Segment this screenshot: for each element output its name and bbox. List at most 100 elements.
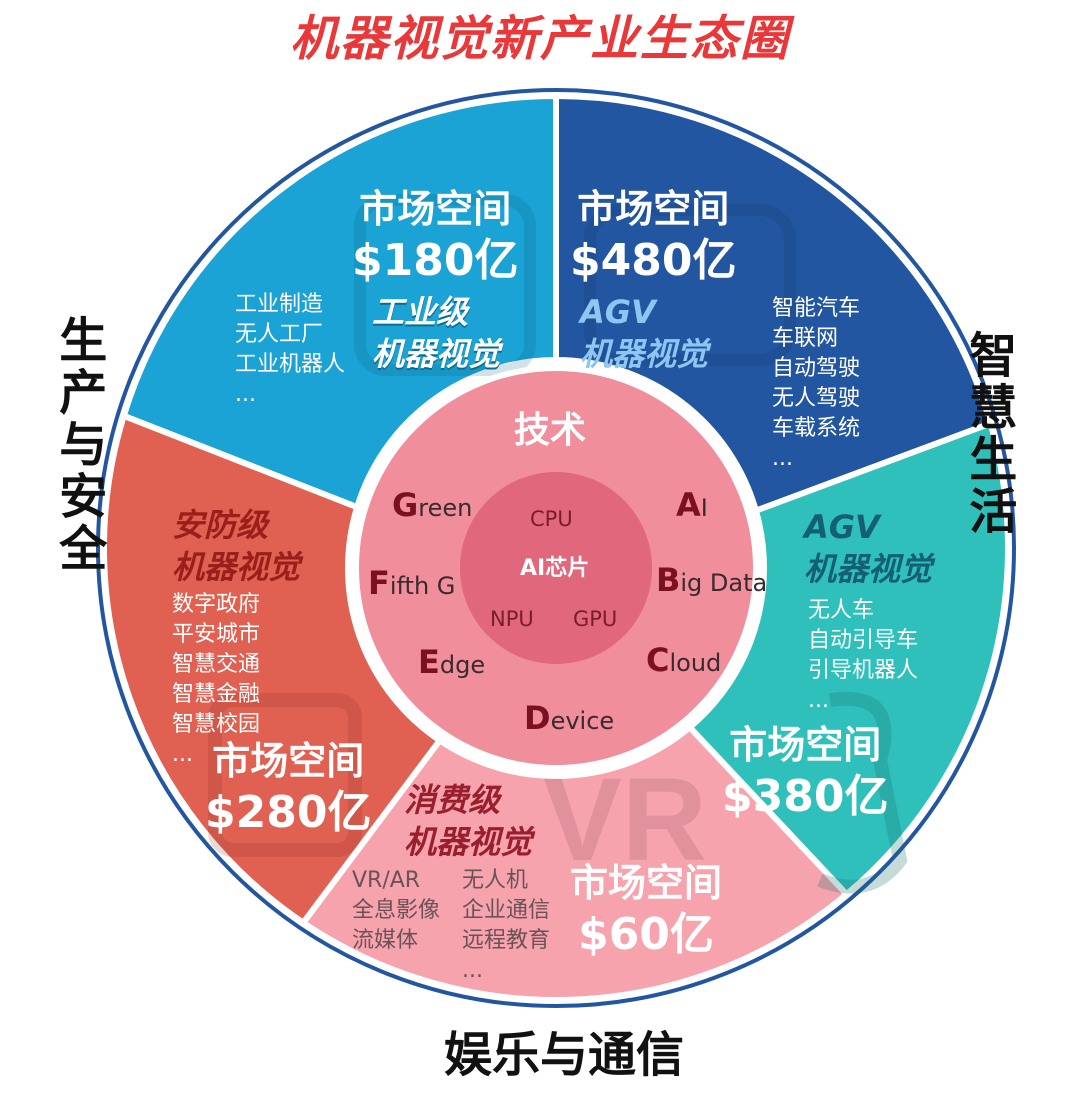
list-item: 车载系统 [772, 416, 861, 441]
market-industrial: 市场空间 $180亿 [352, 187, 519, 286]
tech-cap: C [646, 641, 670, 679]
tech-edge: Edge [418, 644, 485, 681]
core-cpu: CPU [530, 507, 573, 531]
segment-agv-right [685, 419, 1011, 899]
market-label: 市场空间 [577, 187, 730, 231]
items-industrial: 工业制造 无人工厂 工业机器人 ... [235, 290, 345, 410]
tech-device: Device [524, 700, 614, 737]
list-item: 流媒体 [352, 928, 419, 953]
core-gpu: GPU [573, 607, 618, 631]
list-item: 远程教育 [462, 928, 551, 953]
tech-rest: dge [439, 651, 486, 679]
category-line: 机器视觉 [804, 549, 933, 588]
list-item: 智能汽车 [772, 296, 861, 321]
list-item: VR/AR [352, 868, 421, 893]
category-line: AGV [580, 293, 656, 331]
items-consumer-col2: 无人机 企业通信 远程教育 ... [462, 866, 550, 986]
core-circle [460, 472, 652, 664]
category-line: 机器视觉 [172, 547, 301, 586]
list-item: ... [462, 958, 483, 983]
market-value: $480亿 [570, 234, 737, 286]
side-label-bottom: 娱乐与通信 [444, 1027, 685, 1083]
tech-rest: ig Data [680, 569, 768, 597]
tech-ai: AI [676, 487, 708, 524]
list-item: 自动引导车 [808, 628, 919, 653]
list-item: 数字政府 [172, 592, 261, 617]
list-item: ... [235, 382, 256, 407]
tech-rest: loud [669, 649, 722, 677]
market-label: 市场空间 [359, 187, 512, 231]
tech-cap: D [524, 699, 551, 737]
category-line: AGV [804, 508, 880, 546]
market-value: $280亿 [205, 786, 372, 838]
tech-rest: I [700, 494, 708, 522]
car-icon [584, 204, 796, 366]
core-npu: NPU [490, 607, 534, 631]
market-label: 市场空间 [212, 739, 365, 783]
segment-industrial [120, 92, 559, 512]
items-security: 数字政府 平安城市 智慧交通 智慧金融 智慧校园 ... [172, 590, 260, 770]
list-item: 平安城市 [172, 622, 261, 647]
cctv-icon [208, 693, 362, 857]
tech-rest: reen [418, 494, 473, 522]
tech-green: Green [392, 487, 472, 524]
category-line: 机器视觉 [372, 334, 501, 373]
list-item: 智慧校园 [172, 712, 261, 737]
market-label: 市场空间 [729, 723, 882, 767]
list-item: 无人驾驶 [772, 386, 861, 411]
camera-icon [354, 194, 536, 376]
market-value: $380亿 [722, 770, 889, 822]
page-title: 机器视觉新产业生态圈 [289, 11, 790, 67]
list-item: 全息影像 [352, 898, 441, 923]
side-label-right: 智慧生活 [960, 330, 1017, 538]
tech-cloud: Cloud [646, 642, 721, 679]
list-item: 引导机器人 [808, 658, 919, 683]
tech-title: 技术 [514, 410, 587, 451]
tech-big-data: Big Data [656, 562, 767, 599]
list-item: 无人工厂 [235, 322, 324, 347]
market-value: $180亿 [352, 234, 519, 286]
tech-cap: E [418, 643, 440, 681]
list-item: 企业通信 [462, 898, 551, 923]
list-item: 工业机器人 [235, 352, 346, 377]
category-security: 安防级 机器视觉 [172, 505, 300, 588]
list-item: 无人车 [808, 598, 875, 623]
tech-cap: B [656, 561, 681, 599]
tech-fifth-g: Fifth G [368, 565, 455, 602]
list-item: 无人机 [462, 868, 529, 893]
list-item: 自动驾驶 [772, 356, 861, 381]
side-label-left: 生产与安全 [50, 315, 107, 575]
items-agv-top: 智能汽车 车联网 自动驾驶 无人驾驶 车载系统 ... [772, 294, 860, 474]
segment-agv-top [553, 92, 995, 515]
market-agv-right: 市场空间 $380亿 [722, 723, 889, 822]
core-title: AI芯片 [520, 556, 590, 581]
market-value: $60亿 [578, 908, 714, 960]
category-line: 机器视觉 [580, 334, 709, 373]
tech-cap: A [676, 486, 701, 524]
tech-cap: F [368, 564, 390, 602]
list-item: ... [772, 446, 793, 471]
vr-watermark: VR [543, 754, 707, 886]
category-agv-right: AGV 机器视觉 [804, 507, 932, 590]
list-item: 工业制造 [235, 292, 324, 317]
items-consumer-col1: VR/AR 全息影像 流媒体 [352, 866, 440, 956]
market-consumer: 市场空间 $60亿 [570, 861, 722, 960]
tech-rest: evice [550, 707, 615, 735]
tech-rest: ifth G [389, 572, 456, 600]
items-agv-right: 无人车 自动引导车 引导机器人 ... [808, 596, 918, 716]
tech-cap: G [392, 486, 419, 524]
category-line: 机器视觉 [404, 822, 533, 861]
category-line: 工业级 [372, 293, 469, 331]
market-agv-top: 市场空间 $480亿 [570, 187, 737, 286]
category-line: 安防级 [172, 506, 269, 544]
segment-security [101, 411, 444, 927]
market-security: 市场空间 $280亿 [205, 739, 372, 838]
category-industrial: 工业级 机器视觉 [372, 292, 500, 375]
list-item: 智慧金融 [172, 682, 261, 707]
list-item: ... [808, 688, 829, 713]
list-item: 车联网 [772, 326, 839, 351]
category-line: 消费级 [404, 781, 501, 819]
category-agv-top: AGV 机器视觉 [580, 292, 708, 375]
